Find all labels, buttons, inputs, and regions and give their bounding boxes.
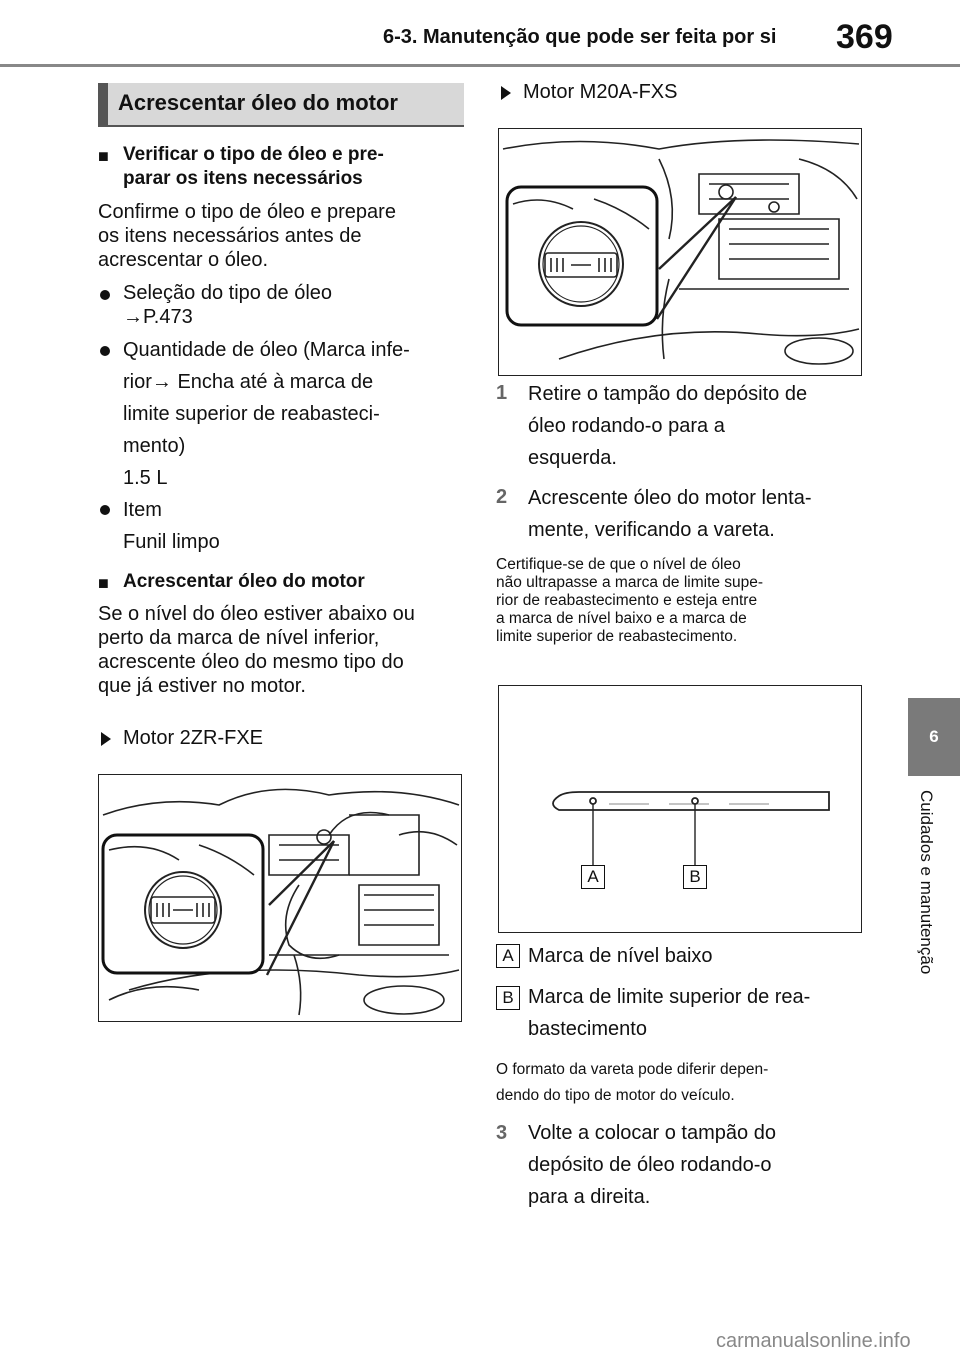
header-divider bbox=[0, 64, 960, 67]
watermark: carmanualsonline.info bbox=[716, 1330, 911, 1352]
step-1-line: Retire o tampão do depósito de bbox=[528, 383, 808, 405]
bullet-2-line: Quantidade de óleo (Marca infe- bbox=[123, 339, 410, 361]
bullet-2-line: mento) bbox=[123, 435, 186, 457]
legend-b-line2: bastecimento bbox=[528, 1018, 647, 1040]
bullet-icon bbox=[100, 505, 110, 515]
running-header-title: 6-3. Manutenção que pode ser feita por s… bbox=[383, 26, 777, 48]
note-1-line: a marca de nível baixo e a marca de bbox=[496, 610, 747, 627]
note-1-line: Certifique-se de que o nível de óleo bbox=[496, 556, 741, 573]
square-bullet-icon: ■ bbox=[98, 146, 109, 166]
step-number: 1 bbox=[496, 382, 508, 404]
bullet-1-line1: Seleção do tipo de óleo bbox=[123, 282, 333, 304]
triangle-bullet-icon bbox=[501, 86, 511, 100]
step-1-line: óleo rodando-o para a bbox=[528, 415, 725, 437]
bullet-2-line: rior→ Encha até à marca de bbox=[123, 371, 374, 393]
bullet-3-line2: Funil limpo bbox=[123, 531, 220, 553]
chapter-tab-label: Cuidados e manutenção bbox=[917, 790, 936, 975]
engine-m20a-illustration bbox=[498, 128, 862, 376]
paragraph-2-line: perto da marca de nível inferior, bbox=[98, 627, 380, 649]
step-1-line: esquerda. bbox=[528, 447, 617, 469]
step-number: 2 bbox=[496, 486, 508, 508]
legend-key-b: B bbox=[496, 986, 520, 1010]
oil-quantity-value: 1.5 L bbox=[123, 467, 168, 489]
note-1-line: rior de reabastecimento e esteja entre bbox=[496, 592, 758, 609]
chapter-tab: 6 bbox=[908, 698, 960, 776]
dipstick-label-b: B bbox=[683, 865, 707, 889]
bullet-icon bbox=[100, 346, 110, 356]
step-3-line: depósito de óleo rodando-o bbox=[528, 1154, 772, 1176]
section-heading: Acrescentar óleo do motor bbox=[98, 83, 464, 127]
section-heading-text: Acrescentar óleo do motor bbox=[118, 90, 398, 115]
subheading-2: Acrescentar óleo do motor bbox=[123, 571, 365, 592]
subheading-1-line2: parar os itens necessários bbox=[123, 168, 363, 189]
legend-a-text: Marca de nível baixo bbox=[528, 945, 713, 967]
paragraph-1-line: os itens necessários antes de bbox=[98, 225, 362, 247]
step-3-line: para a direita. bbox=[528, 1186, 651, 1208]
engine-2zr-illustration bbox=[98, 774, 462, 1022]
paragraph-1-line: Confirme o tipo de óleo e prepare bbox=[98, 201, 396, 223]
page-number: 369 bbox=[836, 18, 893, 56]
bullet-1-link[interactable]: →P.473 bbox=[123, 306, 193, 328]
legend-b-line1: Marca de limite superior de rea- bbox=[528, 986, 811, 1008]
dipstick-illustration: A B bbox=[498, 685, 862, 933]
paragraph-2-line: Se o nível do óleo estiver abaixo ou bbox=[98, 603, 415, 625]
subheading-1-line1: Verificar o tipo de óleo e pre- bbox=[123, 144, 384, 165]
note-1-line: limite superior de reabastecimento. bbox=[496, 628, 738, 645]
note-2-line: dendo do tipo de motor do veículo. bbox=[496, 1087, 735, 1104]
triangle-bullet-icon bbox=[101, 732, 111, 746]
paragraph-2-line: acrescente óleo do mesmo tipo do bbox=[98, 651, 404, 673]
engine-label-2zr: Motor 2ZR-FXE bbox=[123, 727, 264, 749]
note-1-line: não ultrapasse a marca de limite supe- bbox=[496, 574, 764, 591]
step-2-line: Acrescente óleo do motor lenta- bbox=[528, 487, 812, 509]
bullet-3-line1: Item bbox=[123, 499, 162, 521]
paragraph-2-line: que já estiver no motor. bbox=[98, 675, 306, 697]
step-number: 3 bbox=[496, 1122, 508, 1144]
step-3-line: Volte a colocar o tampão do bbox=[528, 1122, 776, 1144]
bullet-2-line: limite superior de reabasteci- bbox=[123, 403, 380, 425]
engine-label-m20a: Motor M20A-FXS bbox=[523, 81, 678, 103]
bullet-icon bbox=[100, 290, 110, 300]
note-2-line: O formato da vareta pode diferir depen- bbox=[496, 1061, 769, 1078]
square-bullet-icon: ■ bbox=[98, 573, 109, 593]
dipstick-label-a: A bbox=[581, 865, 605, 889]
paragraph-1-line: acrescentar o óleo. bbox=[98, 249, 269, 271]
legend-key-a: A bbox=[496, 944, 520, 968]
step-2-line: mente, verificando a vareta. bbox=[528, 519, 775, 541]
